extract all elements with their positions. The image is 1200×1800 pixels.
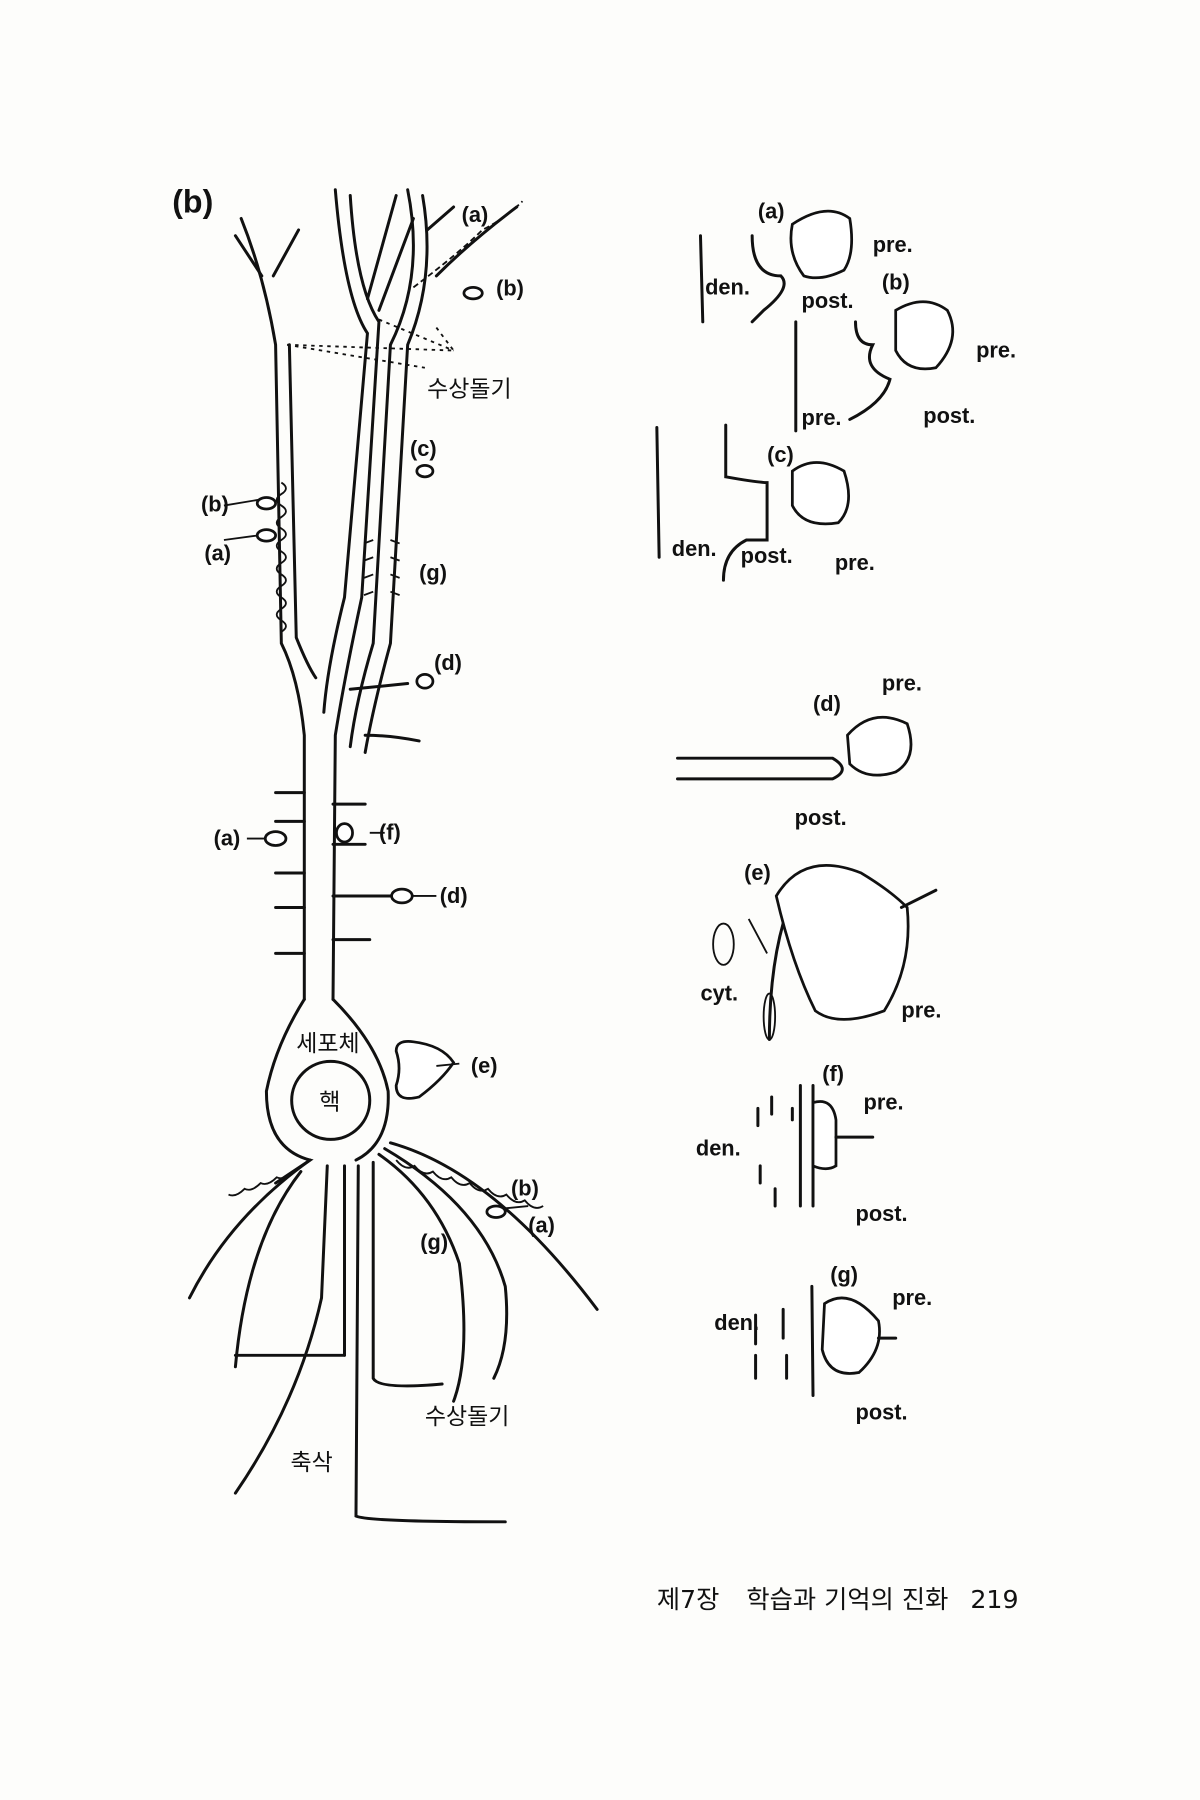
- synapse-f-post: post.: [856, 1201, 908, 1226]
- label-d: (d): [434, 650, 462, 675]
- synapse-d-post: post.: [795, 805, 847, 830]
- panel-label: (b): [172, 184, 213, 220]
- synapse-c-pre: pre.: [835, 550, 875, 575]
- label-left-a: (a): [204, 541, 231, 566]
- synapse-d-label: (d): [813, 691, 841, 716]
- synapse-g-label: (g): [830, 1262, 858, 1287]
- label-cell-body: 세포체: [296, 1031, 359, 1057]
- synapse-b-post: post.: [923, 403, 975, 428]
- synapse-c-label: (c): [767, 442, 794, 467]
- synaptic-boutons: [255, 285, 507, 1219]
- page-number: 219: [970, 1585, 1018, 1614]
- synapse-e-label: (e): [744, 860, 771, 885]
- label-dendrite-bottom: 수상돌기: [425, 1404, 509, 1430]
- label-mid-a: (a): [214, 825, 241, 850]
- synapse-g-pre: pre.: [892, 1285, 932, 1310]
- label-axon: 축삭: [291, 1450, 333, 1476]
- synapse-b-label: (b): [882, 270, 910, 295]
- synapse-a-pre: pre.: [873, 232, 913, 257]
- synapse-f-label: (f): [822, 1061, 844, 1086]
- label-mid-d: (d): [440, 883, 468, 908]
- label-e: (e): [471, 1053, 498, 1078]
- label-left-b: (b): [201, 491, 229, 516]
- synapse-a-post: post.: [802, 288, 854, 313]
- synapse-labels: (a) pre. den. post. (b) pre. pre. post. …: [672, 198, 1016, 1424]
- chapter-title: 학습과 기억의 진화: [746, 1585, 948, 1614]
- neuron-drawing: [187, 188, 599, 1524]
- synapse-drawings: [655, 209, 955, 1397]
- label-bottom-b: (b): [511, 1176, 539, 1201]
- synapse-f-pre: pre.: [864, 1090, 904, 1115]
- g-spines: [363, 539, 400, 596]
- label-top-a: (a): [462, 202, 489, 227]
- synapse-b-pre: pre.: [976, 337, 1016, 362]
- chapter-label: 제7장: [657, 1585, 720, 1614]
- label-bottom-g: (g): [420, 1230, 448, 1255]
- synapse-c-post: post.: [741, 543, 793, 568]
- synapse-d-pre: pre.: [882, 670, 922, 695]
- label-top-b: (b): [496, 275, 524, 300]
- synapse-a-label: (a): [758, 198, 785, 223]
- label-c: (c): [410, 436, 437, 461]
- synapse-a-den: den.: [705, 274, 750, 299]
- label-f: (f): [379, 820, 401, 845]
- label-g: (g): [419, 560, 447, 585]
- label-dendrite-top: 수상돌기: [427, 376, 511, 402]
- synapse-c-den: den.: [672, 536, 717, 561]
- label-bottom-a: (a): [528, 1212, 555, 1237]
- synapse-b-pre2: pre.: [802, 405, 842, 430]
- page-footer: 제7장 학습과 기억의 진화 219: [657, 1585, 1019, 1614]
- label-nucleus: 핵: [319, 1090, 340, 1116]
- synapse-g-den: den.: [714, 1310, 759, 1335]
- synapse-e-cyt: cyt.: [700, 980, 738, 1005]
- synapse-f-den: den.: [696, 1136, 741, 1161]
- synapse-e-pre: pre.: [901, 998, 941, 1023]
- synapse-g-post: post.: [856, 1400, 908, 1425]
